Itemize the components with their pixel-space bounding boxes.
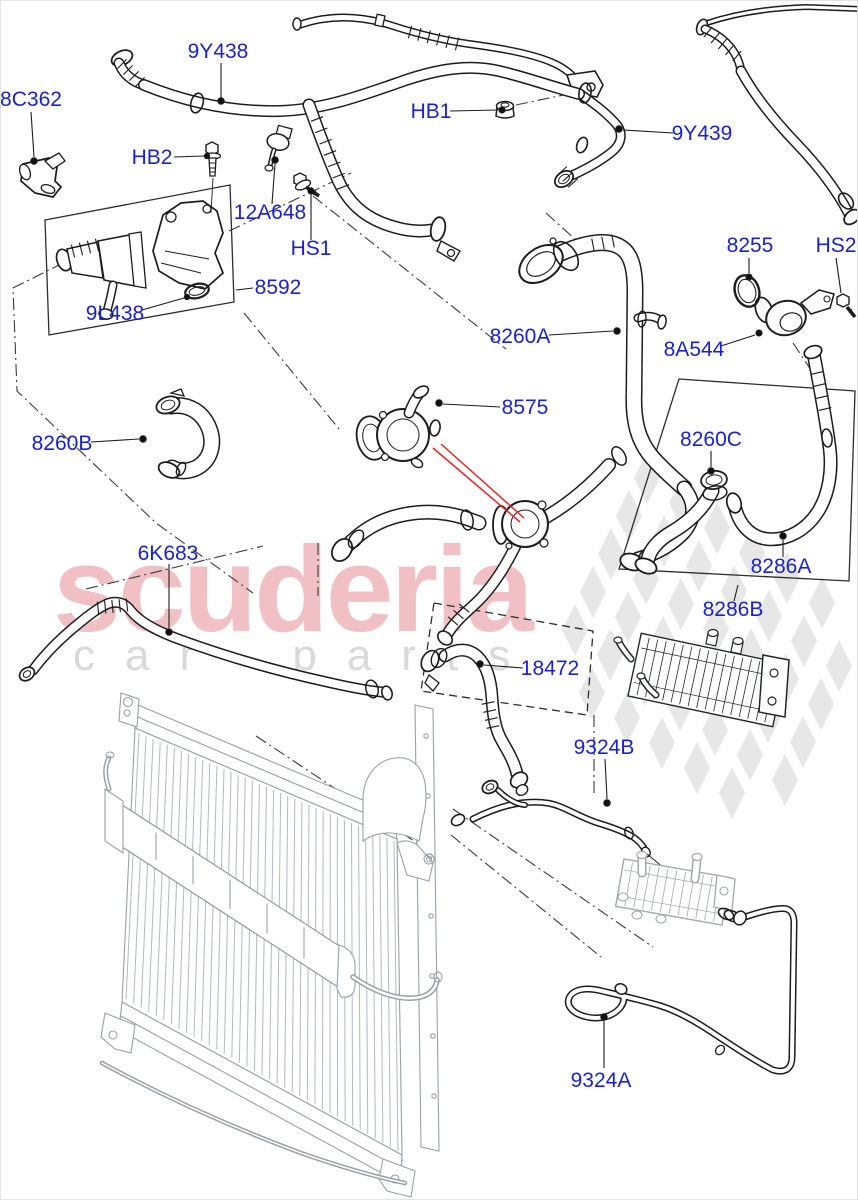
oring-8255 <box>733 274 761 308</box>
part-label-9l438: 9L438 <box>85 302 145 325</box>
hose-9y439-right <box>695 3 857 226</box>
box-8592 <box>44 184 235 336</box>
part-label-hb2: HB2 <box>131 146 173 169</box>
part-label-8260a: 8260A <box>489 325 551 348</box>
connection-8a544 <box>754 289 835 337</box>
part-label-8575: 8575 <box>501 396 549 419</box>
sensor-12a648 <box>264 124 293 172</box>
part-label-hs1: HS1 <box>290 237 332 260</box>
box-8286 <box>618 378 856 582</box>
bolt-hb2 <box>203 141 222 214</box>
pipe-9324a <box>564 905 798 1075</box>
part-label-8592: 8592 <box>254 276 302 299</box>
hose-18472 <box>420 643 529 797</box>
part-label-hb1: HB1 <box>410 100 452 123</box>
part-label-8260c: 8260C <box>680 428 742 451</box>
oil-cooler-9324 <box>614 850 736 926</box>
part-label-18472: 18472 <box>520 657 580 680</box>
hose-8260c <box>634 470 728 575</box>
red-pointer-lines <box>432 443 525 523</box>
thermostat-8575 <box>355 385 441 469</box>
pipe-9324b <box>450 779 665 869</box>
part-label-12a648: 12A648 <box>233 201 307 224</box>
hose-6k683 <box>18 596 393 701</box>
radiator <box>99 692 443 1198</box>
pump-and-hoses-center <box>331 446 627 646</box>
part-label-8286a: 8286A <box>750 555 812 578</box>
leader-lines <box>30 63 842 1068</box>
screw-hs1 <box>293 172 320 198</box>
corrugation-ticks <box>70 25 832 729</box>
part-label-9324b: 9324B <box>573 736 635 759</box>
part-label-6k683: 6K683 <box>137 542 199 565</box>
hose-8286a <box>725 344 838 547</box>
screw-hs2 <box>836 293 857 319</box>
part-label-hs2: HS2 <box>815 234 857 257</box>
part-label-8286b: 8286B <box>702 598 764 621</box>
part-label-9y438: 9Y438 <box>187 40 249 63</box>
connector-8c362 <box>18 152 66 198</box>
part-label-8255: 8255 <box>726 234 774 257</box>
hose-8260b <box>155 388 221 480</box>
hose-9y439-left <box>553 88 626 189</box>
part-label-9324a: 9324A <box>570 1069 632 1092</box>
part-label-9y439: 9Y439 <box>671 122 733 145</box>
thermostat-8592 <box>55 200 225 320</box>
oil-cooler-8286 <box>613 628 790 728</box>
part-label-8260b: 8260B <box>31 432 93 455</box>
part-label-8a544: 8A544 <box>663 338 725 361</box>
part-label-8c362: 8C362 <box>0 88 62 111</box>
